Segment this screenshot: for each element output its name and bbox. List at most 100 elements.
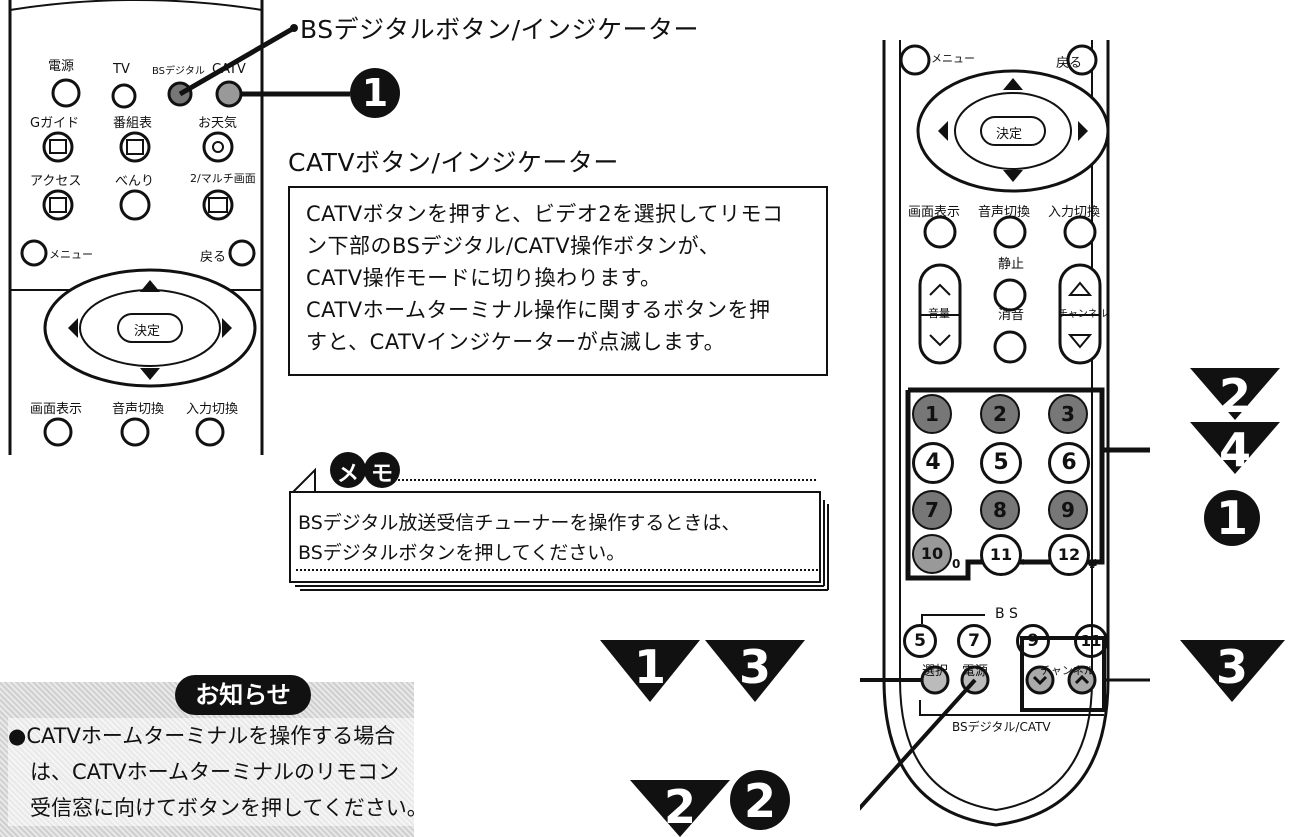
- label-weather: お天気: [198, 116, 238, 131]
- step-marker-1b: 1: [634, 640, 666, 694]
- info-line-5: すと、CATVインジケーターが点滅します。: [306, 330, 726, 354]
- memo-box-frame: [289, 452, 829, 591]
- label-menu-left: メニュー: [49, 248, 93, 261]
- label-back-left: 戻る: [200, 250, 227, 265]
- audio-button-left[interactable]: [120, 417, 150, 447]
- catv-callout: CATVボタン/インジケーター: [288, 148, 619, 177]
- mute-button[interactable]: [993, 330, 1027, 364]
- menu-button-left[interactable]: [20, 239, 48, 267]
- back-button-left[interactable]: [228, 239, 256, 267]
- notice-title: お知らせ: [175, 675, 311, 715]
- key-4[interactable]: 4: [912, 442, 954, 484]
- right-arrow-icon[interactable]: [222, 318, 232, 338]
- left-arrow-icon[interactable]: [68, 318, 78, 338]
- catv-info-box: CATVボタンを押すと、ビデオ2を選択してリモコ ン下部のBSデジタル/CATV…: [288, 186, 828, 376]
- label-select: 選択: [922, 664, 949, 679]
- step-marker-3a: 3: [739, 640, 771, 694]
- key-12-sub: #: [1088, 557, 1099, 571]
- label-volume: 音量: [928, 307, 950, 320]
- bs-key-7[interactable]: 7: [957, 624, 991, 658]
- label-multi-screen: 2/マルチ画面: [190, 172, 256, 185]
- label-bs: B S: [995, 606, 1018, 622]
- up-arrow-icon-right[interactable]: [1003, 78, 1023, 90]
- weather-button[interactable]: [202, 131, 234, 163]
- key-9[interactable]: 9: [1048, 490, 1088, 530]
- enter-button-right[interactable]: [980, 116, 1046, 146]
- key-10[interactable]: 10: [912, 534, 952, 574]
- memo-line-1: BSデジタル放送受信チューナーを操作するときは、: [298, 512, 741, 534]
- step-marker-right-1: 1: [1216, 491, 1248, 545]
- notice-line-2: は、CATVホームターミナルのリモコン: [30, 760, 399, 784]
- left-remote: [8, 0, 264, 455]
- memo-line-2: BSデジタルボタンを押してください。: [298, 542, 626, 564]
- input-button-left[interactable]: [195, 417, 225, 447]
- key-11-sub: *: [1020, 557, 1027, 571]
- number-keypad: 1 2 3 4 5 6 7 8 9 10 11 12 0 * #: [912, 394, 1098, 576]
- key-7[interactable]: 7: [912, 490, 952, 530]
- audio-button-right[interactable]: [993, 215, 1027, 249]
- callout-leaders: [178, 24, 350, 97]
- tv-button-left[interactable]: [111, 83, 137, 109]
- right-arrow-icon-right[interactable]: [1078, 121, 1088, 141]
- label-channel-small: チャンネル: [1040, 664, 1095, 677]
- bs-key-5[interactable]: 5: [903, 624, 937, 658]
- step-marker-4: 4: [1219, 423, 1251, 477]
- label-display-left: 画面表示: [30, 402, 83, 417]
- down-arrow-icon-right[interactable]: [1003, 170, 1023, 182]
- key-8[interactable]: 8: [980, 490, 1020, 530]
- key-11[interactable]: 11: [980, 534, 1022, 576]
- label-enter-left: 決定: [134, 324, 161, 339]
- label-bs-catv: BSデジタル/CATV: [952, 720, 1051, 734]
- memo-glyph-1: メ: [336, 462, 359, 487]
- step-marker-1: 1: [350, 68, 400, 118]
- info-line-1: CATVボタンを押すと、ビデオ2を選択してリモコ: [306, 202, 784, 226]
- label-power: 電源: [48, 59, 75, 74]
- key-5[interactable]: 5: [980, 442, 1022, 484]
- label-benri: べんり: [115, 174, 155, 189]
- key-12[interactable]: 12: [1048, 534, 1090, 576]
- benri-button[interactable]: [119, 189, 151, 221]
- label-access: アクセス: [30, 174, 82, 189]
- menu-button-right[interactable]: [899, 44, 931, 76]
- channel-up-button[interactable]: [1067, 665, 1097, 695]
- step-marker-circle-2: 2: [744, 774, 776, 828]
- label-audio-right: 音声切換: [978, 205, 1031, 220]
- label-input-left: 入力切換: [186, 402, 239, 417]
- info-line-2: ン下部のBSデジタル/CATV操作ボタンが、: [306, 234, 721, 258]
- key-10-sub: 0: [952, 557, 961, 571]
- step-marker-2: 2: [1219, 369, 1251, 423]
- label-back-right: 戻る: [1056, 56, 1083, 71]
- memo-glyph-2: モ: [370, 462, 393, 487]
- key-2[interactable]: 2: [980, 394, 1020, 434]
- label-menu-right: メニュー: [931, 52, 975, 65]
- notice-line-3: 受信窓に向けてボタンを押してください。: [30, 796, 428, 820]
- enter-button-left[interactable]: [117, 313, 183, 343]
- left-arrow-icon-right[interactable]: [938, 121, 948, 141]
- display-button-left[interactable]: [43, 417, 73, 447]
- label-still: 静止: [998, 257, 1025, 272]
- power-button-left[interactable]: [51, 78, 81, 108]
- label-display-right: 画面表示: [908, 205, 961, 220]
- label-program-guide: 番組表: [113, 116, 153, 131]
- label-bs-power: 電源: [962, 664, 989, 679]
- key-1[interactable]: 1: [912, 394, 952, 434]
- bs-key-9[interactable]: 9: [1016, 624, 1050, 658]
- key-6[interactable]: 6: [1048, 442, 1090, 484]
- input-button-right[interactable]: [1063, 215, 1097, 249]
- bs-key-11[interactable]: 11: [1074, 624, 1108, 658]
- down-arrow-icon[interactable]: [140, 368, 160, 380]
- back-button-right[interactable]: [1066, 44, 1098, 76]
- channel-down-button[interactable]: [1025, 665, 1055, 695]
- still-button[interactable]: [993, 278, 1027, 312]
- key-3[interactable]: 3: [1048, 394, 1088, 434]
- label-mute: 消音: [998, 308, 1025, 323]
- notice-body: ●CATVホームターミナルを操作する場合 は、CATVホームターミナルのリモコン…: [8, 718, 428, 826]
- step-marker-3b: 3: [1216, 640, 1248, 694]
- notice-line-1: ●CATVホームターミナルを操作する場合: [8, 724, 396, 748]
- up-arrow-icon[interactable]: [140, 280, 160, 292]
- label-audio-left: 音声切換: [112, 402, 165, 417]
- info-line-4: CATVホームターミナル操作に関するボタンを押: [306, 298, 771, 322]
- display-button-right[interactable]: [923, 215, 957, 249]
- info-line-3: CATV操作モードに切り換わります。: [306, 266, 662, 290]
